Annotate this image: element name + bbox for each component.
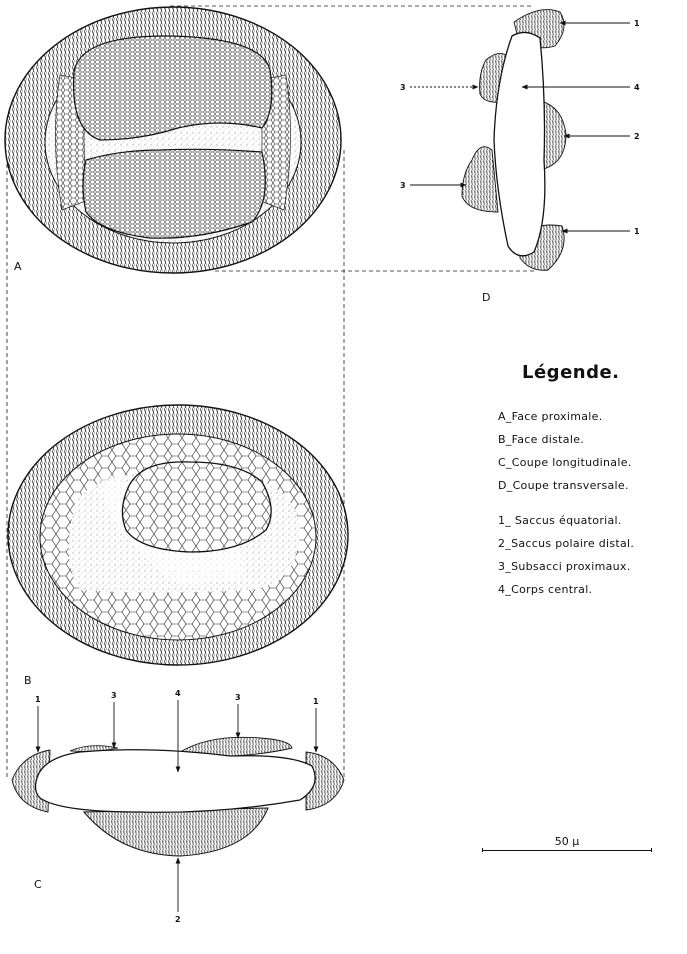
d-callout-3-bottom: 3 <box>400 181 406 190</box>
legend-title: Légende. <box>522 362 683 383</box>
figure-d-transverse-section: D <box>462 10 566 304</box>
legend-view-b: B_Face distale. <box>498 428 683 451</box>
d-callout-1-bottom: 1 <box>634 227 640 236</box>
d-callout-4: 4 <box>634 83 640 92</box>
legend-view-d: D_Coupe transversale. <box>498 474 683 497</box>
legend-spacer <box>498 497 683 509</box>
legend-view-a: A_Face proximale. <box>498 405 683 428</box>
c-callout-1-left: 1 <box>35 695 41 704</box>
c-callout-4: 4 <box>175 689 181 698</box>
legend-part-2: 2_Saccus polaire distal. <box>498 532 683 555</box>
figure-b-letter: B <box>24 674 32 687</box>
d-callout-2: 2 <box>634 132 640 141</box>
figure-c-letter: C <box>34 878 42 891</box>
c-callout-3-left: 3 <box>111 691 117 700</box>
d-callout-3-top: 3 <box>400 83 406 92</box>
legend-part-3: 3_Subsacci proximaux. <box>498 555 683 578</box>
legend-part-4: 4_Corps central. <box>498 578 683 601</box>
legend-part-1: 1_ Saccus équatorial. <box>498 509 683 532</box>
d-callout-1-top: 1 <box>634 19 640 28</box>
figure-b-distal-face: B <box>8 405 348 687</box>
c-callout-2: 2 <box>175 915 181 924</box>
scale-bar: 50 µ <box>482 835 652 851</box>
scale-bar-line <box>482 850 652 851</box>
figure-a-proximal-face: A <box>5 7 341 273</box>
c-callout-3-right: 3 <box>235 693 241 702</box>
figure-d-letter: D <box>482 291 490 304</box>
scale-bar-label: 50 µ <box>482 835 652 848</box>
c-callout-1-right: 1 <box>313 697 319 706</box>
legend: Légende. A_Face proximale. B_Face distal… <box>498 362 683 601</box>
figure-a-letter: A <box>14 260 22 273</box>
legend-view-c: C_Coupe longitudinale. <box>498 451 683 474</box>
